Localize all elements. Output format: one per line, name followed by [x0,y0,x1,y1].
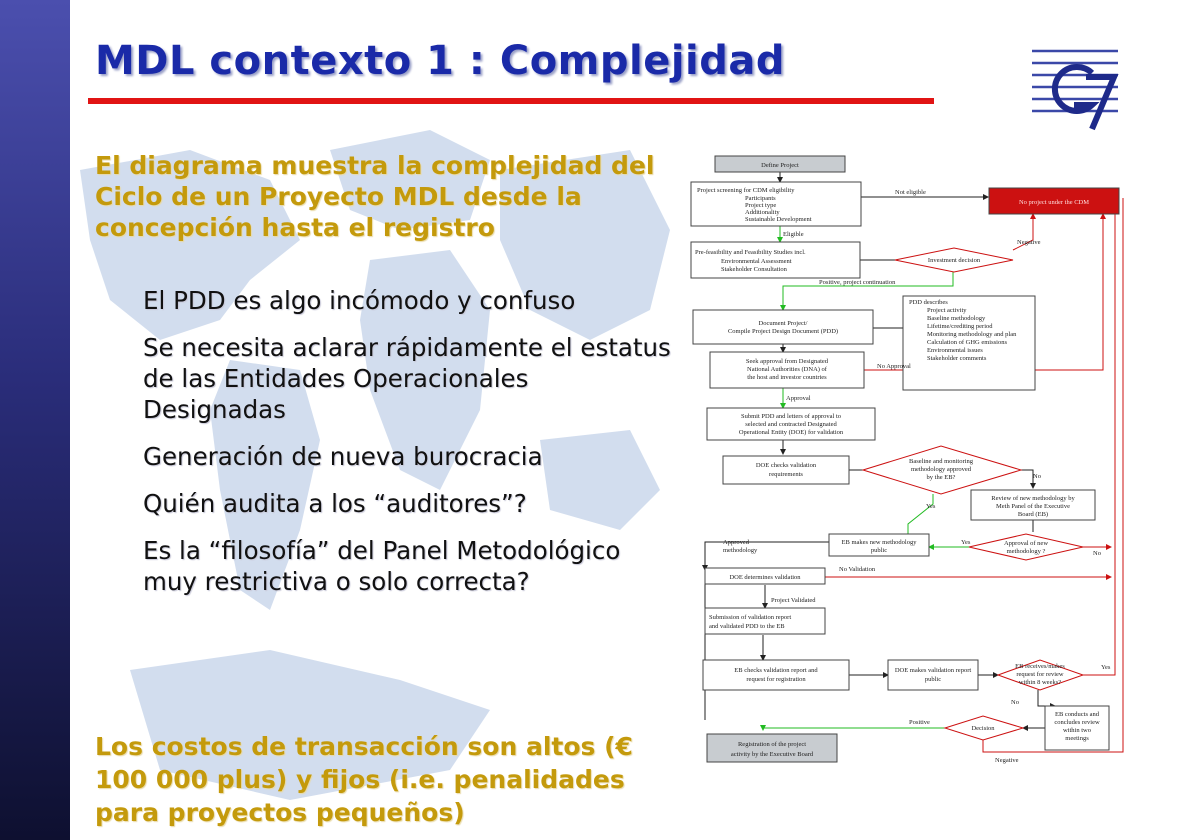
flow-approval-new: methodology ? [1007,548,1046,555]
flow-eb-makes-public: public [871,547,887,554]
bullet-item: Es la “filosofía” del Panel Metodológico… [143,536,621,596]
flow-doe-determines: DOE determines validation [729,574,801,581]
flow-seek-approval: Seek approval from Designated [746,358,829,365]
flow-investment-decision: Investment decision [928,257,981,264]
flow-seek-approval: National Authorities (DNA) of [747,366,828,373]
flow-review-method: Review of new methodology by [991,495,1075,502]
flow-pdd-item: Calculation of GHG emissions [927,339,1007,346]
flow-doe-checks: DOE checks validation [756,462,817,469]
bullet-item: El PDD es algo incómodo y confuso [143,286,576,315]
flow-doe-checks: requirements [769,471,803,478]
intro-text: El diagrama muestra la complejidad del C… [95,151,655,242]
flow-submission-report: Submission of validation report [709,614,791,621]
flow-feasibility-item: Stakeholder Consultation [721,266,788,273]
slide-title: MDL contexto 1 : Complejidad [95,38,786,84]
flow-review-method: Meth Panel of the Executive [996,503,1070,510]
bullet-list: El PDD es algo incómodo y confuso Se nec… [143,285,673,613]
flow-no-project: No project under the CDM [1019,199,1089,206]
flow-no-approval: No Approval [877,363,911,370]
flow-approval-new: Approval of new [1004,540,1048,547]
flow-review-method: Board (EB) [1018,511,1048,518]
flow-feasibility-title: Pre-feasibility and Feasibility Studies … [695,249,806,256]
flow-eb-checks: request for registration [746,676,806,683]
flow-define-project: Define Project [761,162,799,169]
flow-approved-methodology: methodology [723,547,758,554]
flow-document-project: Document Project/ [759,320,808,327]
flow-baseline-approved: by the EB? [927,474,956,481]
flow-registration: Registration of the project [738,741,806,748]
flow-no: No [1011,699,1019,706]
sidebar-band [0,0,70,840]
flow-positive: Positive [909,719,930,726]
flow-seek-approval: the host and investor countries [747,374,827,381]
bullet-item: Quién audita a los “auditores”? [143,489,527,518]
flow-eb-receives: within 8 weeks? [1019,679,1061,686]
flow-negative: Negative [1017,239,1041,246]
flow-baseline-approved: Baseline and monitoring [909,458,974,465]
flow-eb-conducts: within two [1063,727,1091,734]
flow-doe-public: public [925,676,941,683]
flow-pdd-item: Monitoring methodology and plan [927,331,1017,338]
bullet-item: Se necesita aclarar rápidamente el estat… [143,333,671,424]
flow-pdd-item: Lifetime/crediting period [927,323,993,330]
flow-approval: Approval [786,395,811,402]
flow-baseline-approved: methodology approved [911,466,972,473]
flow-eligible: Eligible [783,231,804,238]
flow-yes: Yes [1101,664,1111,671]
flow-pdd-item: Project activity [927,307,967,314]
flow-doe-public: DOE makes validation report [895,667,972,674]
flow-screening-item: Additionality [745,209,780,216]
flow-pdd-title: PDD describes [909,299,948,306]
flow-feasibility-item: Environmental Assessment [721,258,792,265]
flow-eb-checks: EB checks validation report and [734,667,818,674]
flow-pdd-item: Baseline methodology [927,315,986,322]
flow-document-project: Compile Project Design Document (PDD) [728,328,838,335]
flow-project-validated: Project Validated [771,597,816,604]
flow-eb-conducts: meetings [1065,735,1089,742]
flow-approved-methodology: Approved [723,539,750,546]
flow-submit-pdd: Operational Entity (DOE) for validation [739,429,844,436]
organization-logo [1032,49,1119,131]
flow-submit-pdd: Submit PDD and letters of approval to [741,413,841,420]
outro-text: Los costos de transacción son altos (€ 1… [95,732,633,827]
flow-no-validation: No Validation [839,566,876,573]
world-map-background [80,130,670,800]
flow-negative: Negative [995,757,1019,764]
flow-screening-title: Project screening for CDM eligibility [697,187,795,194]
title-underline [88,98,934,104]
flow-pdd-item: Stakeholder comments [927,355,987,362]
flow-yes: Yes [926,503,936,510]
flow-screening-item: Project type [745,202,776,209]
flow-eb-makes-public: EB makes new methodology [842,539,918,546]
flow-no: No [1093,550,1101,557]
flow-eb-receives: EB receives/makes [1015,663,1065,670]
flow-eb-conducts: EB conducts and [1055,711,1100,718]
flow-not-eligible: Not eligible [895,189,926,196]
flow-screening-item: Participants [745,195,776,202]
bullet-item: Generación de nueva burocracia [143,442,543,471]
flow-yes: Yes [961,539,971,546]
flow-eb-conducts: concludes review [1054,719,1100,726]
flow-registration: activity by the Executive Board [731,751,814,758]
flow-positive-continuation: Positive, project continuation [819,279,896,286]
flow-pdd-item: Environmental issues [927,347,983,354]
flow-no: No [1033,473,1041,480]
flow-submit-pdd: selected and contracted Designated [745,421,837,428]
flow-eb-receives: request for review [1016,671,1064,678]
flow-decision: Decision [971,725,995,732]
flow-submission-report: and validated PDD to the EB [709,623,785,630]
cdm-project-cycle-flowchart: Define Project Project screening for CDM… [690,155,1124,764]
flow-screening-item: Sustainable Development [745,216,812,223]
